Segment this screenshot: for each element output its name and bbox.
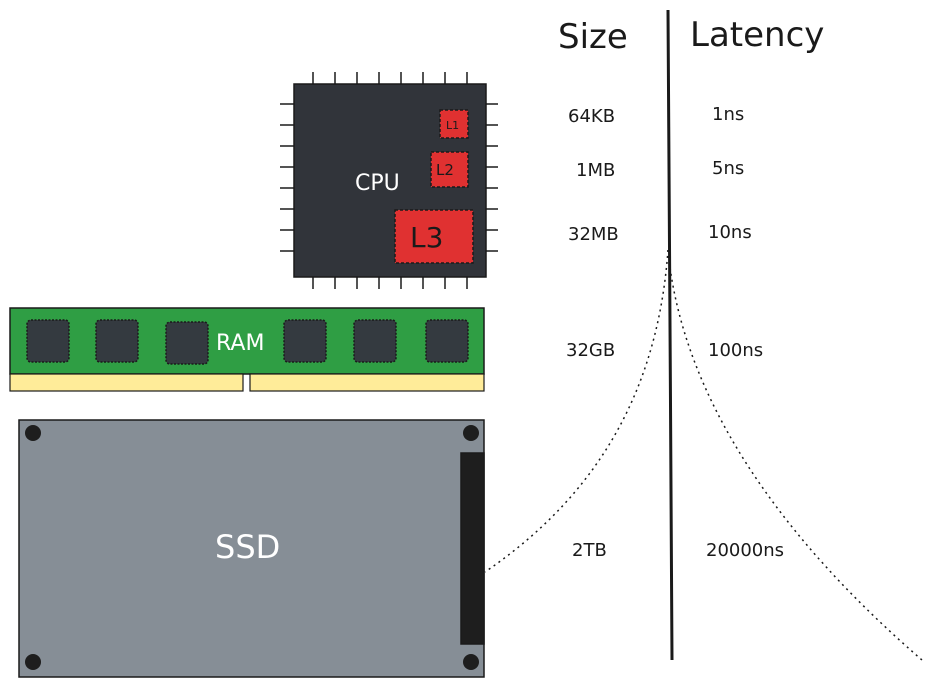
cpu-pins-left	[280, 103, 294, 252]
l3-cache	[394, 209, 474, 264]
cpu-pins-top	[312, 72, 468, 84]
latency-value: 5ns	[712, 158, 744, 179]
l1-cache	[439, 109, 469, 139]
l3-label: L3	[410, 221, 443, 254]
l2-label: L2	[436, 161, 454, 179]
size-value: 64KB	[568, 106, 615, 127]
size-value: 2TB	[572, 540, 607, 561]
ssd-screw	[25, 425, 41, 441]
ram-chip	[425, 319, 469, 363]
ssd-screw	[463, 425, 479, 441]
latency-header: Latency	[690, 15, 824, 55]
ssd-screw	[463, 654, 479, 670]
ram-chip	[165, 321, 209, 365]
ssd-drive: SSD	[18, 419, 485, 678]
ram-chip	[353, 319, 397, 363]
size-growth-curve	[484, 249, 669, 573]
divider-line	[666, 9, 674, 661]
ram-contacts-right	[249, 373, 485, 392]
l2-cache	[430, 151, 469, 188]
ssd-screw	[25, 654, 41, 670]
size-value: 1MB	[576, 160, 615, 181]
latency-growth-curve	[667, 249, 923, 661]
ssd-body	[18, 419, 485, 678]
ram-contacts-left	[9, 373, 244, 392]
ram-chip	[283, 319, 327, 363]
cpu-chip: CPU L1 L2 L3	[280, 72, 498, 289]
ram-chip	[95, 319, 139, 363]
ram-board	[9, 307, 485, 375]
latency-value: 1ns	[712, 104, 744, 125]
cpu-pins-bottom	[312, 277, 468, 289]
ssd-label: SSD	[215, 528, 280, 566]
ram-chip	[26, 319, 70, 363]
cpu-label: CPU	[355, 171, 400, 196]
size-header: Size	[558, 17, 628, 57]
ram-label: RAM	[216, 331, 264, 356]
latency-value: 10ns	[708, 222, 752, 243]
ssd-connector	[460, 452, 485, 645]
latency-value: 20000ns	[706, 540, 784, 561]
ram-module: RAM	[9, 307, 485, 392]
latency-value: 100ns	[708, 340, 763, 361]
l1-label: L1	[446, 119, 459, 132]
size-value: 32MB	[568, 224, 619, 245]
size-value: 32GB	[566, 340, 615, 361]
cpu-pins-right	[486, 103, 498, 252]
